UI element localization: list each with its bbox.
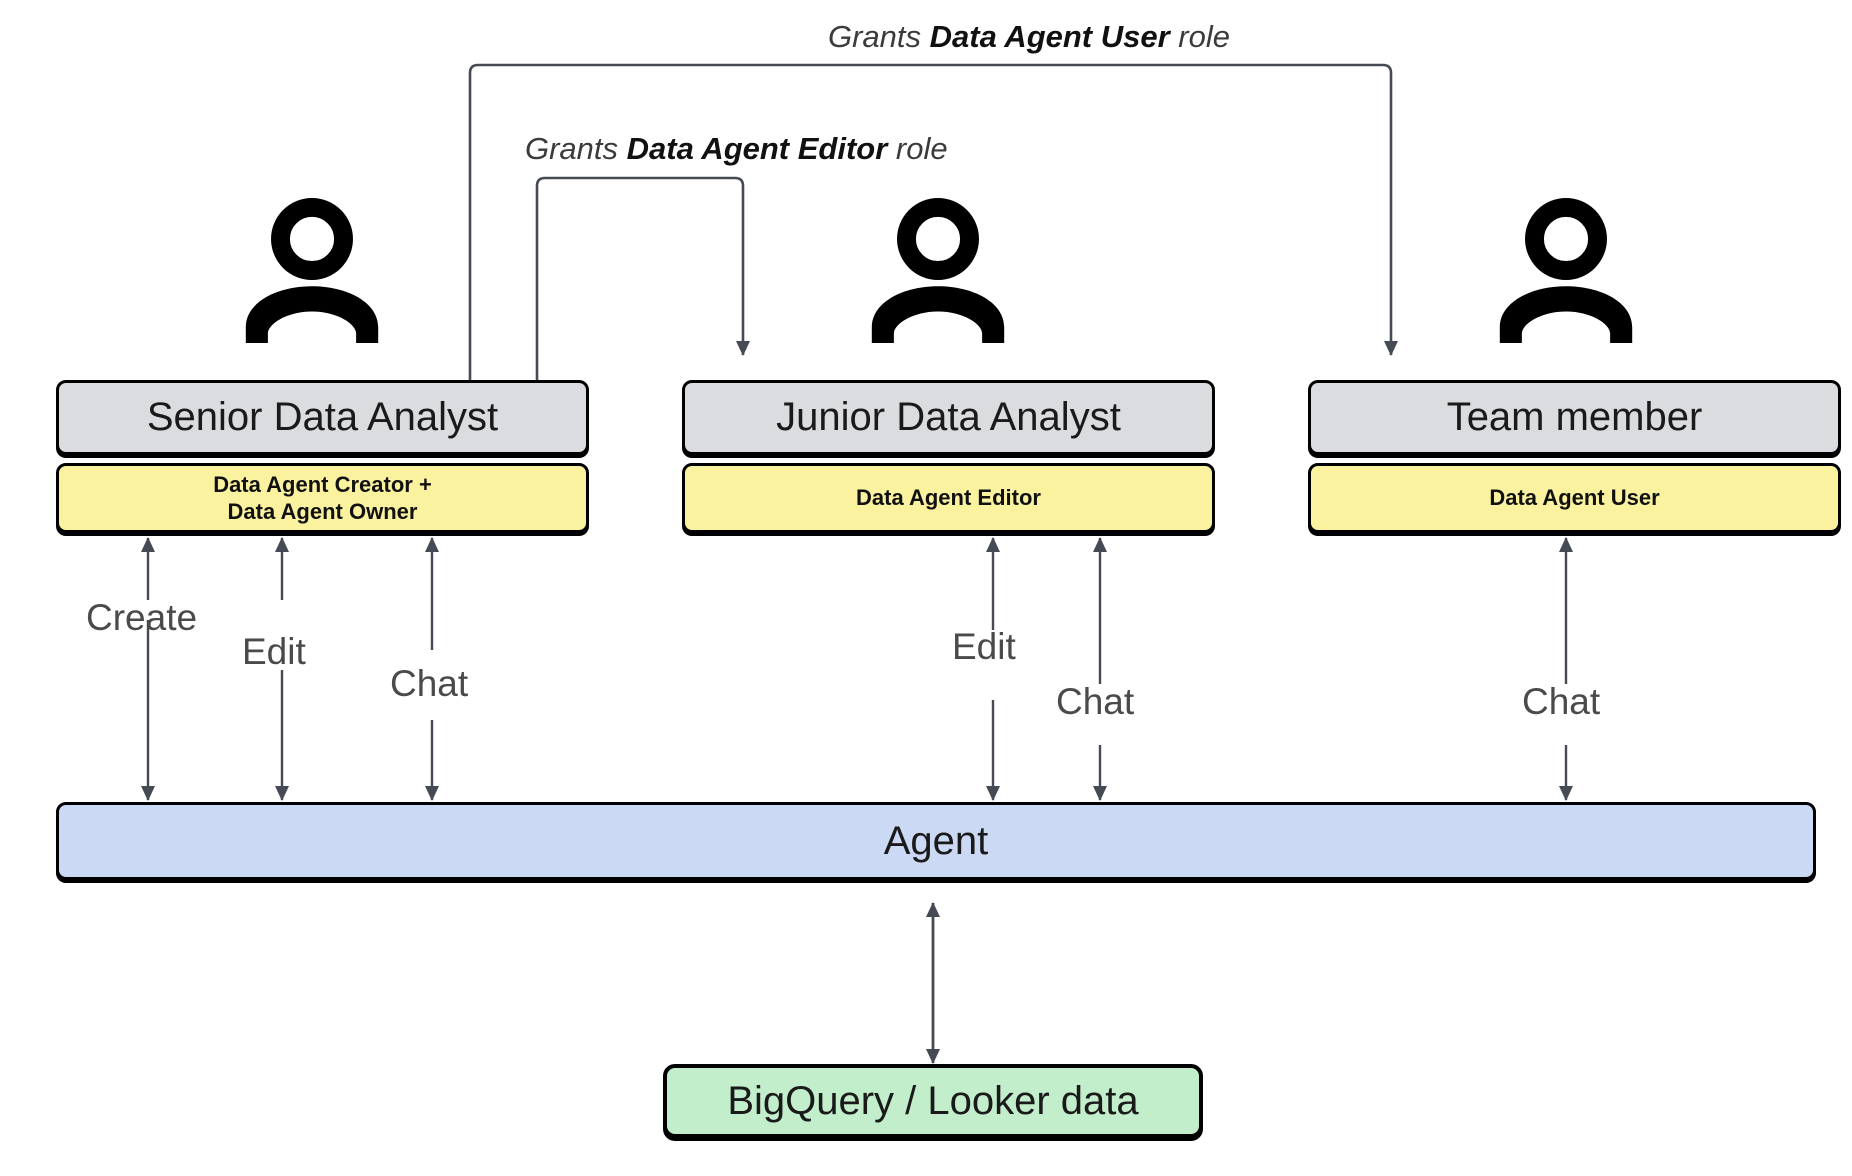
persona-title-senior[interactable]: Senior Data Analyst (56, 380, 589, 455)
persona-title-junior[interactable]: Junior Data Analyst (682, 380, 1215, 455)
persona-role-senior[interactable]: Data Agent Creator + Data Agent Owner (56, 463, 589, 533)
person-icon-team (1499, 198, 1633, 343)
persona-role-team[interactable]: Data Agent User (1308, 463, 1841, 533)
persona-role-team-line1: Data Agent User (1489, 485, 1660, 511)
edge-label-junior-edit: Edit (952, 626, 1016, 667)
agent-node[interactable]: Agent (56, 802, 1816, 880)
grant-user-suffix: role (1169, 19, 1230, 54)
grant-editor-suffix: role (887, 131, 948, 166)
persona-role-junior-line1: Data Agent Editor (856, 485, 1041, 511)
grant-label-user: Grants Data Agent User role (828, 19, 1230, 55)
grant-user-role: Data Agent User (929, 19, 1170, 54)
persona-role-senior-line2: Data Agent Owner (227, 499, 418, 524)
person-icon-junior (871, 198, 1005, 343)
grant-label-editor: Grants Data Agent Editor role (525, 131, 948, 167)
persona-title-senior-label: Senior Data Analyst (146, 395, 499, 439)
edge-label-senior-edit: Edit (242, 631, 306, 672)
edge-label-junior-chat: Chat (1056, 681, 1135, 722)
connector-grant-editor (535, 176, 750, 380)
grant-editor-prefix: Grants (525, 131, 627, 166)
persona-role-senior-line1: Data Agent Creator + (213, 471, 432, 497)
person-icon-senior (245, 198, 379, 343)
persona-title-team[interactable]: Team member (1308, 380, 1841, 455)
persona-title-junior-label: Junior Data Analyst (776, 395, 1121, 439)
data-source-node[interactable]: BigQuery / Looker data (663, 1064, 1203, 1138)
persona-title-team-label: Team member (1446, 395, 1703, 439)
persona-role-junior[interactable]: Data Agent Editor (682, 463, 1215, 533)
data-source-label: BigQuery / Looker data (727, 1078, 1139, 1123)
edge-label-senior-create: Create (86, 597, 198, 638)
grant-user-prefix: Grants (828, 19, 930, 54)
edge-label-team-chat: Chat (1522, 681, 1601, 722)
agent-node-label: Agent (883, 818, 989, 863)
grant-editor-role: Data Agent Editor (626, 131, 888, 166)
edge-label-senior-chat: Chat (390, 663, 469, 704)
